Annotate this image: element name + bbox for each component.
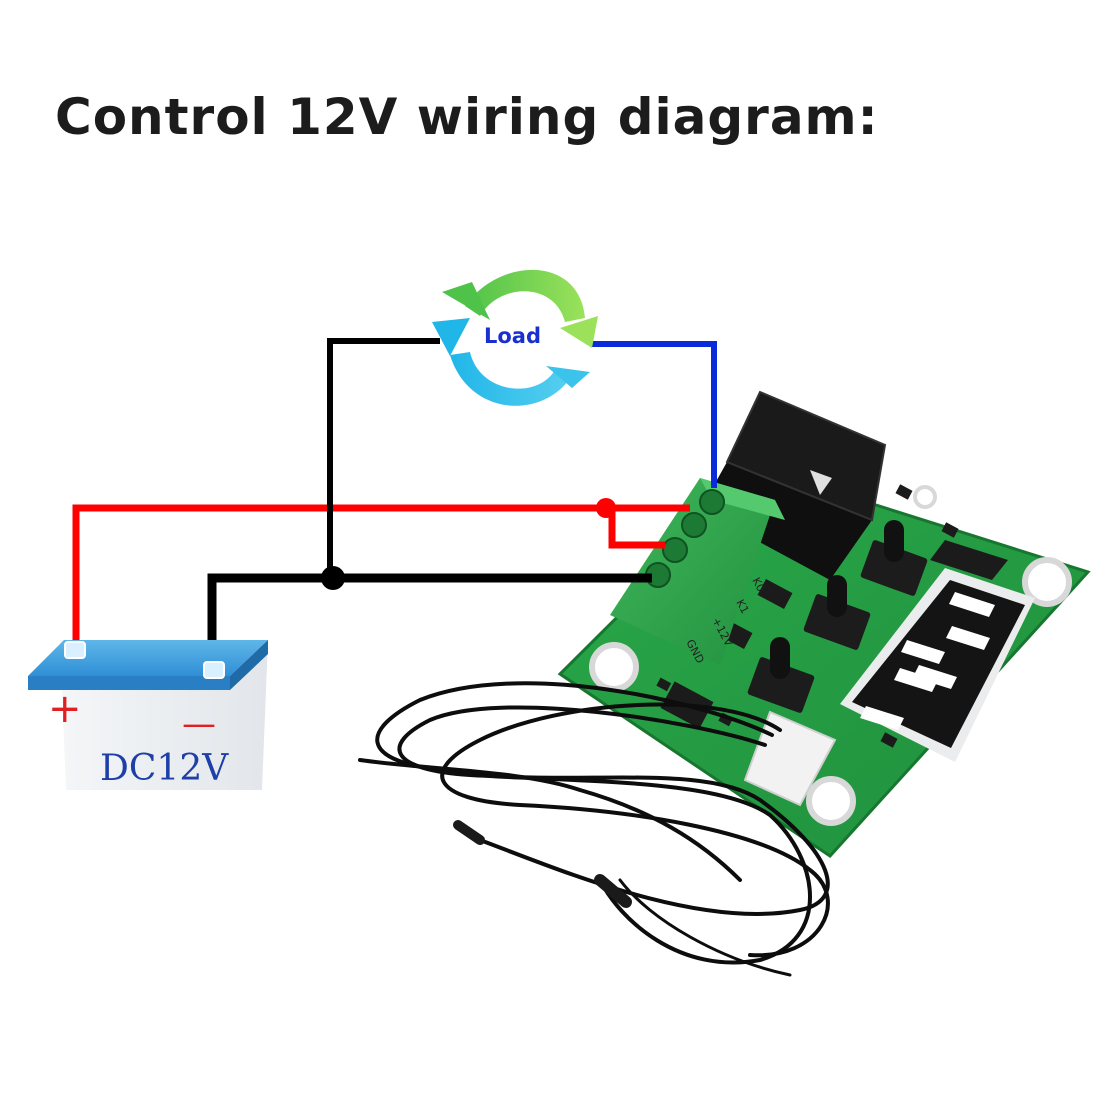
load-label: Load xyxy=(484,324,541,348)
load-blue-wire xyxy=(590,341,717,488)
thermostat-board: K0 K1 +12V GND xyxy=(557,390,1091,858)
red-junction-dot xyxy=(596,498,616,518)
pin-label-k1: K1 xyxy=(733,597,751,616)
battery-icon: + — DC12V xyxy=(28,640,268,790)
battery-plus-sign: + xyxy=(48,686,82,732)
black-junction-dot xyxy=(321,566,345,590)
push-buttons xyxy=(747,520,928,713)
temperature-probe xyxy=(358,681,830,977)
cycle-arrows-icon: Load xyxy=(432,269,598,406)
sensor-connector xyxy=(743,710,837,807)
pin-label-k0: K0 xyxy=(749,575,767,594)
microcontroller-chip xyxy=(930,540,1008,580)
battery-minus-sign: — xyxy=(182,704,216,744)
battery-voltage-label: DC12V xyxy=(100,748,229,789)
ground-black-wire xyxy=(207,573,652,665)
load-black-wire xyxy=(327,338,440,578)
screw-terminal-block xyxy=(610,478,785,665)
seven-segment-display xyxy=(840,568,1035,762)
diagram-title: Control 12V wiring diagram: xyxy=(55,88,879,146)
